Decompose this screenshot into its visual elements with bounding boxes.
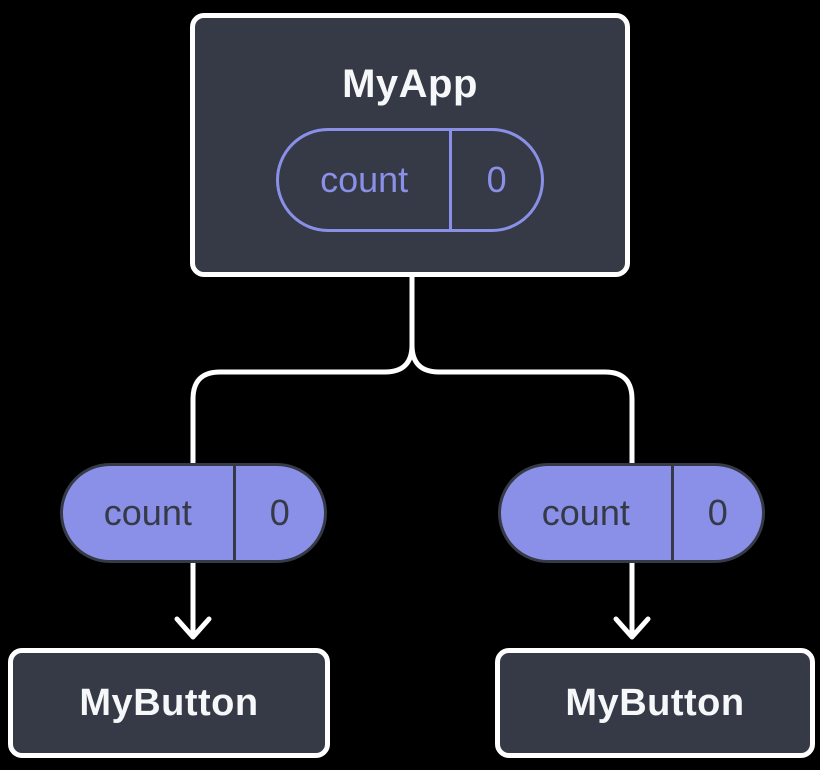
prop-arrow-right-head bbox=[613, 616, 651, 640]
mybutton-left-title: MyButton bbox=[79, 682, 259, 724]
tree-branch-right bbox=[409, 274, 635, 475]
prop-arrow-left-head bbox=[174, 616, 212, 640]
prop-pill-right: count 0 bbox=[498, 463, 765, 563]
myapp-title: MyApp bbox=[342, 62, 478, 106]
prop-pill-right-value: 0 bbox=[707, 492, 728, 533]
myapp-node: MyApp count 0 bbox=[190, 13, 630, 277]
prop-pill-left-divider bbox=[232, 466, 236, 560]
prop-pill-left: count 0 bbox=[60, 463, 327, 563]
mybutton-node-left: MyButton bbox=[8, 648, 330, 758]
prop-pill-right-label: count bbox=[541, 492, 630, 533]
prop-pill-left-label: count bbox=[103, 492, 192, 533]
mybutton-right-title: MyButton bbox=[565, 682, 745, 724]
tree-branch-left bbox=[190, 274, 415, 475]
prop-pill-right-divider bbox=[670, 466, 674, 560]
state-pill-label: count bbox=[320, 159, 409, 200]
prop-pill-left-value: 0 bbox=[269, 492, 290, 533]
state-pill: count 0 bbox=[276, 128, 544, 232]
state-pill-divider bbox=[449, 131, 453, 229]
mybutton-node-right: MyButton bbox=[495, 648, 815, 758]
state-pill-value: 0 bbox=[486, 159, 507, 200]
